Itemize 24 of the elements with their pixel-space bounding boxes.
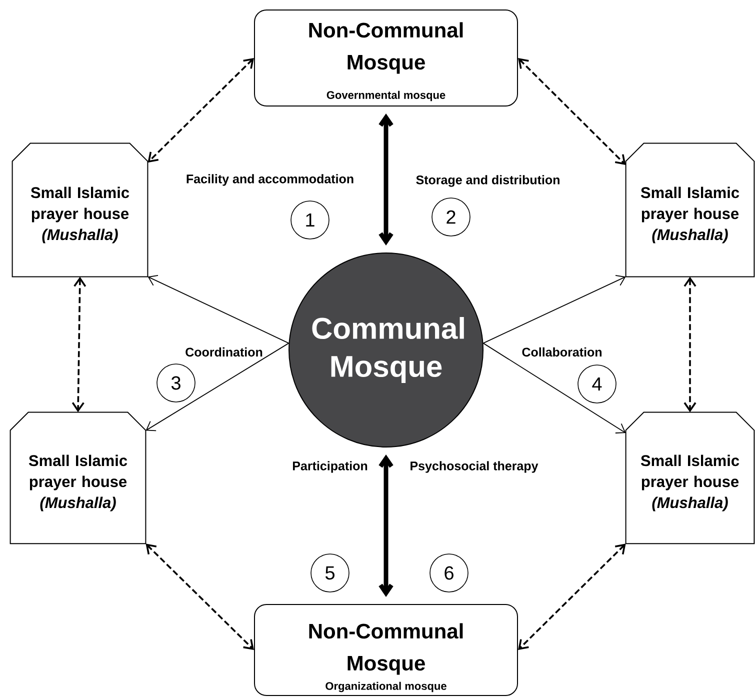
prayer-house-box: Small Islamic prayer house (Mushalla) (625, 142, 755, 278)
arrow (684, 276, 696, 412)
arrow (146, 342, 290, 432)
arrow (518, 544, 626, 650)
mosque-box: Non-Communal Mosque Organizational mosque (254, 604, 518, 696)
mosque-box: Non-Communal Mosque Governmental mosque (254, 10, 518, 106)
prayer-house-box: Small Islamic prayer house (Mushalla) (10, 412, 146, 544)
relation-label: Psychosocial therapy (410, 461, 538, 473)
arrow (378, 454, 394, 597)
relation-label: Collaboration (522, 347, 602, 357)
prayer-house-box: Small Islamic prayer house (Mushalla) (625, 412, 755, 544)
arrow (378, 113, 394, 246)
prayer-house-box: Small Islamic prayer house (Mushalla) (12, 142, 148, 278)
relation-label: Coordination (186, 347, 262, 357)
arrow (518, 58, 626, 166)
arrow (148, 58, 254, 163)
arrow (148, 275, 290, 344)
arrow (482, 274, 626, 344)
arrow (72, 276, 86, 412)
relation-label: Storage and distribution (416, 175, 560, 187)
relation-label: Participation (292, 461, 368, 473)
arrow (146, 544, 254, 650)
arrow (482, 342, 626, 434)
relation-label: Facility and accommodation (186, 174, 354, 186)
